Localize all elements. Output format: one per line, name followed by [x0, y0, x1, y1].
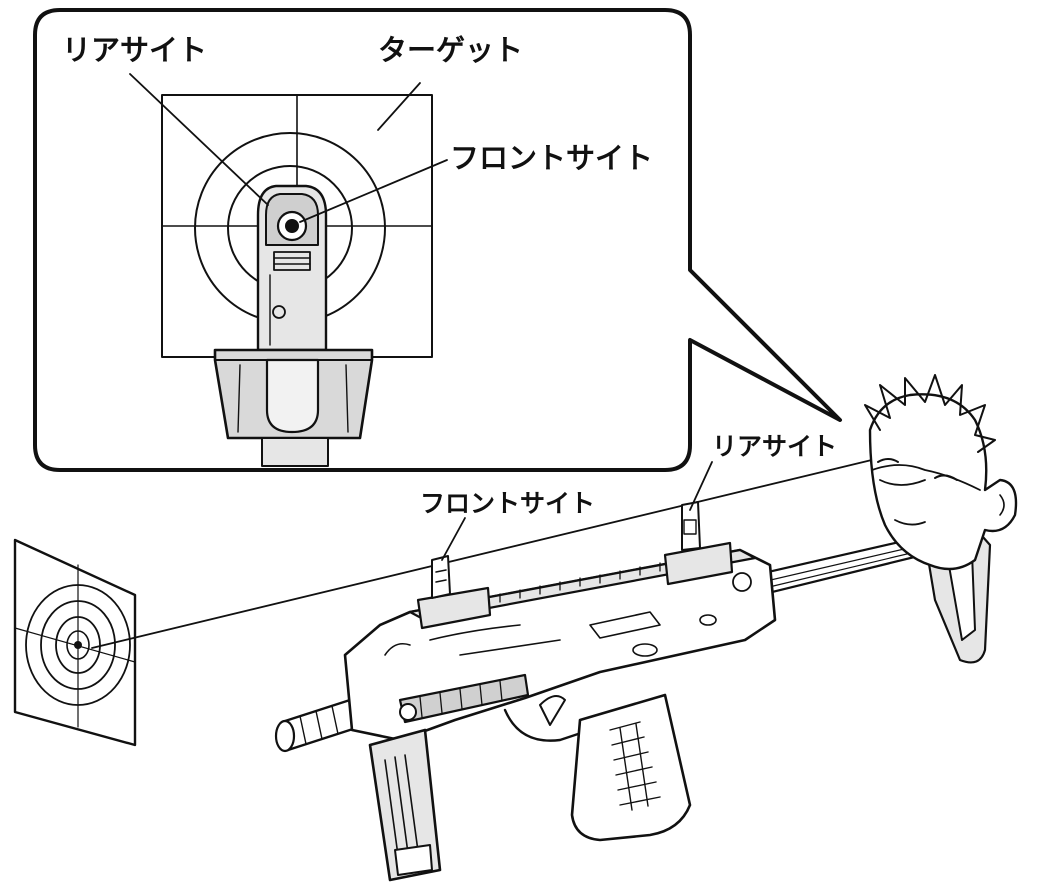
sight-picture-callout [33, 8, 842, 472]
inset-rear-sight [256, 184, 328, 352]
scene-rear-sight-label: リアサイト [712, 432, 837, 461]
inset-target-label: ターゲット [378, 33, 523, 67]
inset-sight-base [213, 348, 374, 467]
gun-magazine [368, 728, 442, 882]
gun-receiver [343, 548, 777, 742]
gun-rear-sight [663, 501, 734, 586]
inset-leader-lines [129, 73, 448, 223]
gun-barrel [274, 698, 358, 753]
gun-pistol-grip [570, 693, 692, 842]
gun-trigger [503, 695, 592, 742]
shooter-head [864, 374, 1018, 571]
inset-rear-sight-label: リアサイト [62, 33, 207, 67]
gun-front-sight [416, 555, 492, 630]
scene-leader-lines [441, 461, 713, 561]
scene-front-sight-label: フロントサイト [420, 489, 595, 518]
inset-front-sight-label: フロントサイト [450, 141, 653, 175]
paper-target [13, 538, 137, 747]
line-of-sight [91, 457, 881, 649]
